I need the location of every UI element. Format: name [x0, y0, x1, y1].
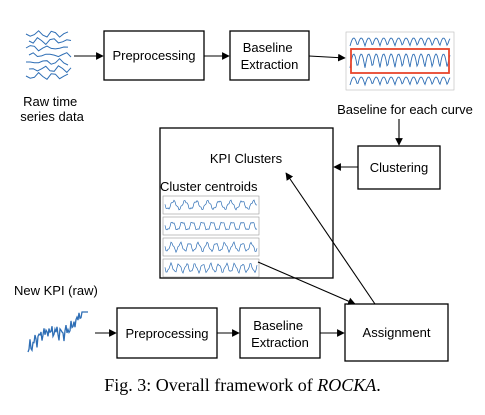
kpi-clusters-label: KPI Clusters: [210, 151, 283, 166]
baseline-extraction-top-box: Baseline Extraction: [229, 30, 310, 81]
svg-text:Preprocessing: Preprocessing: [112, 48, 195, 63]
baseline-extraction-bottom-box: Baseline Extraction: [239, 307, 321, 359]
baseline-each-curve-label: Baseline for each curve: [337, 102, 473, 117]
clustering-box: Clustering: [357, 145, 441, 190]
svg-text:Clustering: Clustering: [370, 160, 429, 175]
cluster-centroid-thumbnails: [162, 195, 260, 278]
raw-time-series-icon: [25, 30, 72, 80]
figure-caption: Fig. 3: Overall framework of ROCKA.: [104, 375, 381, 395]
svg-text:Assignment: Assignment: [363, 325, 431, 340]
cluster-centroids-label: Cluster centroids: [160, 179, 258, 194]
preprocessing-bottom-box: Preprocessing: [116, 307, 218, 359]
preprocessing-top-box: Preprocessing: [103, 30, 205, 81]
arrow-centroids-to-assignment: [257, 261, 356, 305]
arrow-assignment-to-kpi-clusters: [285, 172, 376, 305]
arrow-baseline-to-thumbnail: [308, 53, 346, 62]
kpi-clusters-box: KPI Clusters Cluster centroids: [159, 127, 334, 279]
new-kpi-label: New KPI (raw): [14, 283, 98, 298]
new-kpi-series-icon: [27, 311, 88, 353]
assignment-box: Assignment: [344, 303, 449, 362]
svg-text:Baseline Extraction: Baseline Extraction: [251, 318, 309, 350]
raw-data-label: Raw time series data: [20, 94, 84, 124]
svg-text:Preprocessing: Preprocessing: [125, 326, 208, 341]
svg-text:Baseline Extraction: Baseline Extraction: [241, 40, 299, 72]
baseline-thumbnail: [345, 31, 455, 91]
